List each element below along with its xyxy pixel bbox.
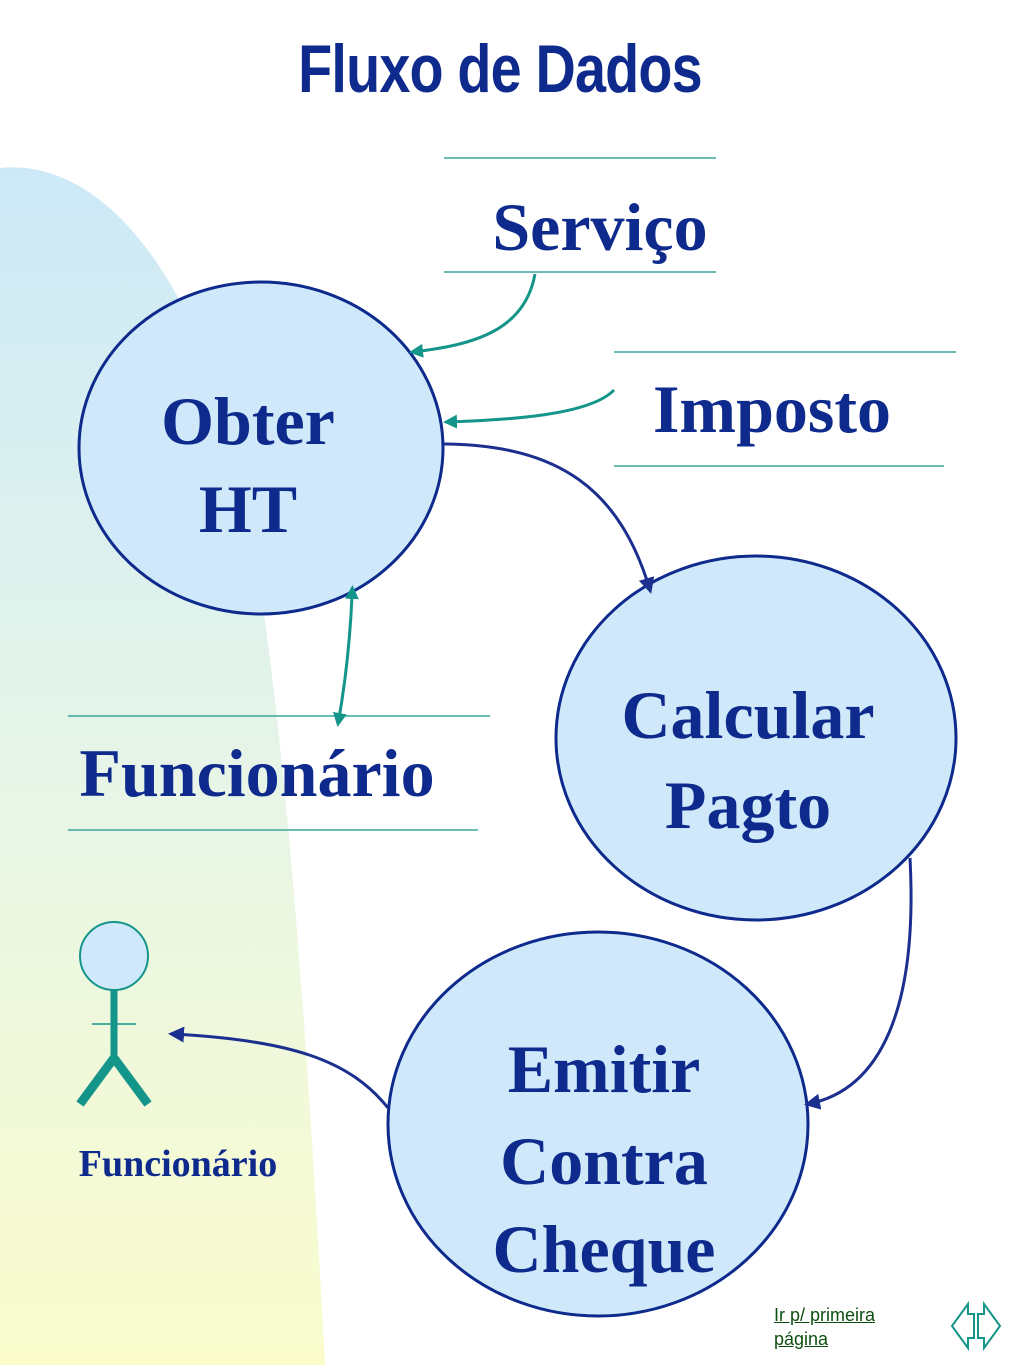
process-emitir-line1: Emitir bbox=[508, 1031, 701, 1107]
process-calcular-line2: Pagto bbox=[665, 767, 831, 843]
store-imposto: Imposto bbox=[614, 351, 956, 467]
process-emitir-contra-cheque: Emitir Contra Cheque bbox=[386, 930, 810, 1318]
store-imposto-label: Imposto bbox=[653, 371, 891, 447]
nav-arrows-svg bbox=[950, 1300, 1002, 1352]
flow-obter-funcionario-bidirectional bbox=[333, 585, 359, 727]
process-calcular-pagto: Calcular Pagto bbox=[554, 554, 958, 922]
flow-servico-to-obter bbox=[409, 273, 537, 358]
navigation-arrows-icon[interactable] bbox=[948, 1298, 1004, 1354]
flow-obter-to-calcular bbox=[443, 442, 655, 594]
flow-calcular-to-emitir bbox=[804, 857, 913, 1110]
actor-head-icon bbox=[79, 921, 149, 991]
flow-imposto-to-obter bbox=[443, 388, 616, 429]
process-emitir-line3: Cheque bbox=[493, 1211, 716, 1287]
actor-funcionario: Funcionário bbox=[76, 921, 277, 1185]
store-funcionario-label: Funcionário bbox=[79, 735, 434, 811]
first-page-link[interactable]: Ir p/ primeira página bbox=[774, 1303, 875, 1351]
store-servico: Serviço bbox=[444, 157, 716, 273]
process-calcular-line1: Calcular bbox=[621, 677, 874, 753]
page-title: Fluxo de Dados bbox=[298, 31, 702, 107]
process-emitir-line2: Contra bbox=[500, 1123, 708, 1199]
process-obter-line2: HT bbox=[199, 471, 297, 547]
process-obter-line1: Obter bbox=[161, 383, 335, 459]
process-obter-ht: Obter HT bbox=[77, 280, 445, 616]
actor-label: Funcionário bbox=[79, 1143, 277, 1185]
store-funcionario: Funcionário bbox=[68, 715, 490, 831]
flow-emitir-to-actor bbox=[168, 1026, 390, 1109]
store-servico-label: Serviço bbox=[492, 189, 707, 265]
first-page-link-line2: página bbox=[774, 1329, 829, 1349]
first-page-link-line1: Ir p/ primeira bbox=[774, 1305, 876, 1325]
